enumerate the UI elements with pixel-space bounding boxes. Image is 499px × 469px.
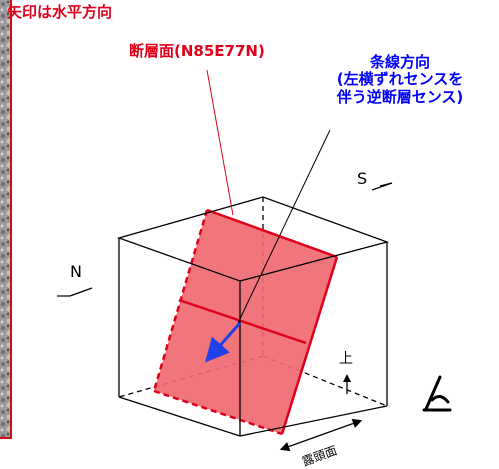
fault-plane-label: 断層面(N85E77N) [129,42,265,60]
fault-edge-top [206,208,338,259]
striation-sub1: (左横ずれセンスを [336,70,464,89]
striation-title: 条線方向 [369,53,430,71]
striation-sub2: 伴う逆断層センス) [336,87,464,106]
fault-edge-right [280,256,339,435]
north-label: N [70,262,82,281]
fault-leader-line [206,69,234,216]
striation-label: 条線方向 (左横ずれセンスを 伴う逆断層センス) [310,53,490,106]
n-direction-mark [69,287,93,297]
south-label: S [357,169,368,188]
fault-edge-bottom-hidden [153,389,283,436]
outcrop-face-arrow [279,418,363,452]
caption-top: 矢印は水平方向 [7,3,113,21]
up-arrow-icon [343,374,351,394]
cube-visible-edges [116,196,390,437]
up-label: 上 [339,351,353,367]
eye-icon [422,375,452,412]
rock-photo-strip [0,0,11,439]
striation-leader-line [237,129,331,324]
outcrop-face-label: 露頭面 [300,443,339,468]
fault-mid-line [178,298,307,345]
striation-arrow [205,322,242,363]
